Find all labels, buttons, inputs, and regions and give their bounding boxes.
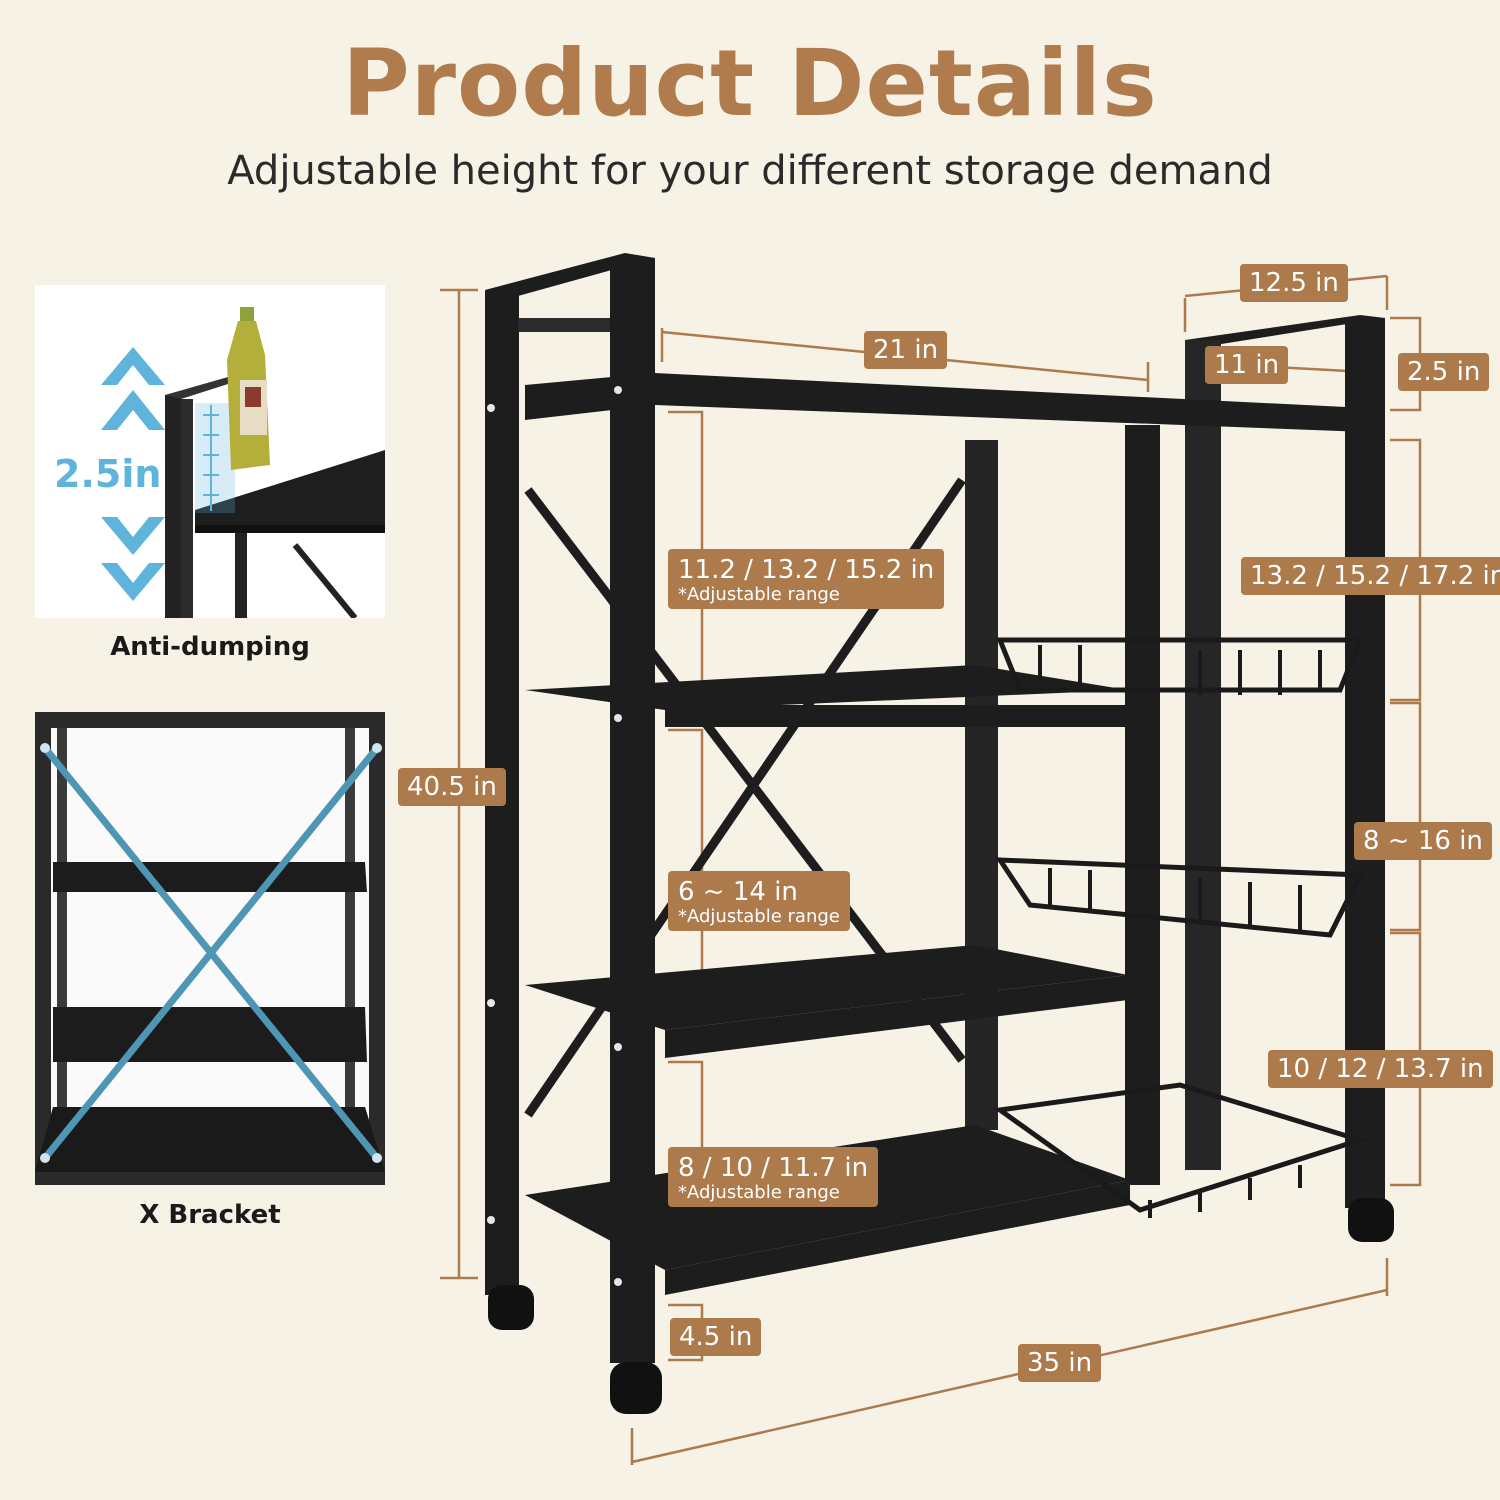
dimension-right-top: 13.2 / 15.2 / 17.2 in: [1241, 557, 1500, 595]
dimension-rail-height: 2.5 in: [1398, 353, 1490, 391]
anti-dumping-panel: [35, 285, 385, 618]
page-subtitle: Adjustable height for your different sto…: [227, 148, 1273, 194]
dimension-top-gap: 11.2 / 13.2 / 15.2 in *Adjustable range: [668, 549, 945, 609]
anti-dumping-illustration: [101, 307, 385, 618]
page-title: Product Details: [342, 30, 1158, 137]
arrow-up-icon: [101, 347, 165, 385]
anti-dumping-caption: Anti-dumping: [110, 632, 310, 662]
dimension-right-bottom: 10 / 12 / 13.7 in: [1268, 1050, 1493, 1088]
arrow-up-icon: [101, 390, 165, 430]
oil-bottle-icon: [227, 307, 270, 470]
dimension-bottom-gap: 8 / 10 / 11.7 in *Adjustable range: [668, 1147, 879, 1207]
dimension-mid-gap: 6 ~ 14 in *Adjustable range: [668, 871, 850, 931]
x-bracket-caption: X Bracket: [139, 1200, 281, 1230]
arrow-down-icon: [101, 517, 165, 555]
dimension-total-width: 35 in: [1018, 1344, 1102, 1382]
dimension-inner-depth: 11 in: [1205, 346, 1289, 384]
adjustable-note: *Adjustable range: [678, 906, 840, 927]
dimension-mid-gap-value: 6 ~ 14 in: [678, 877, 798, 907]
x-bracket-illustration: [35, 712, 385, 1185]
dimension-right-mid: 8 ~ 16 in: [1354, 822, 1492, 860]
adjustable-note: *Adjustable range: [678, 1182, 840, 1203]
dimension-bottom-gap-value: 8 / 10 / 11.7 in: [678, 1153, 869, 1183]
x-bracket-panel: [35, 712, 385, 1185]
dimension-top-width: 21 in: [864, 331, 948, 369]
dimension-leg-height: 4.5 in: [670, 1318, 762, 1356]
adjustable-note: *Adjustable range: [678, 584, 840, 605]
dimension-side-depth: 12.5 in: [1240, 264, 1348, 302]
dimension-total-height: 40.5 in: [398, 768, 506, 806]
dimension-top-gap-value: 11.2 / 13.2 / 15.2 in: [678, 555, 935, 585]
x-bracket-bar: [42, 745, 380, 1161]
anti-dumping-height-label: 2.5in: [54, 452, 162, 496]
arrow-down-icon: [101, 563, 165, 601]
